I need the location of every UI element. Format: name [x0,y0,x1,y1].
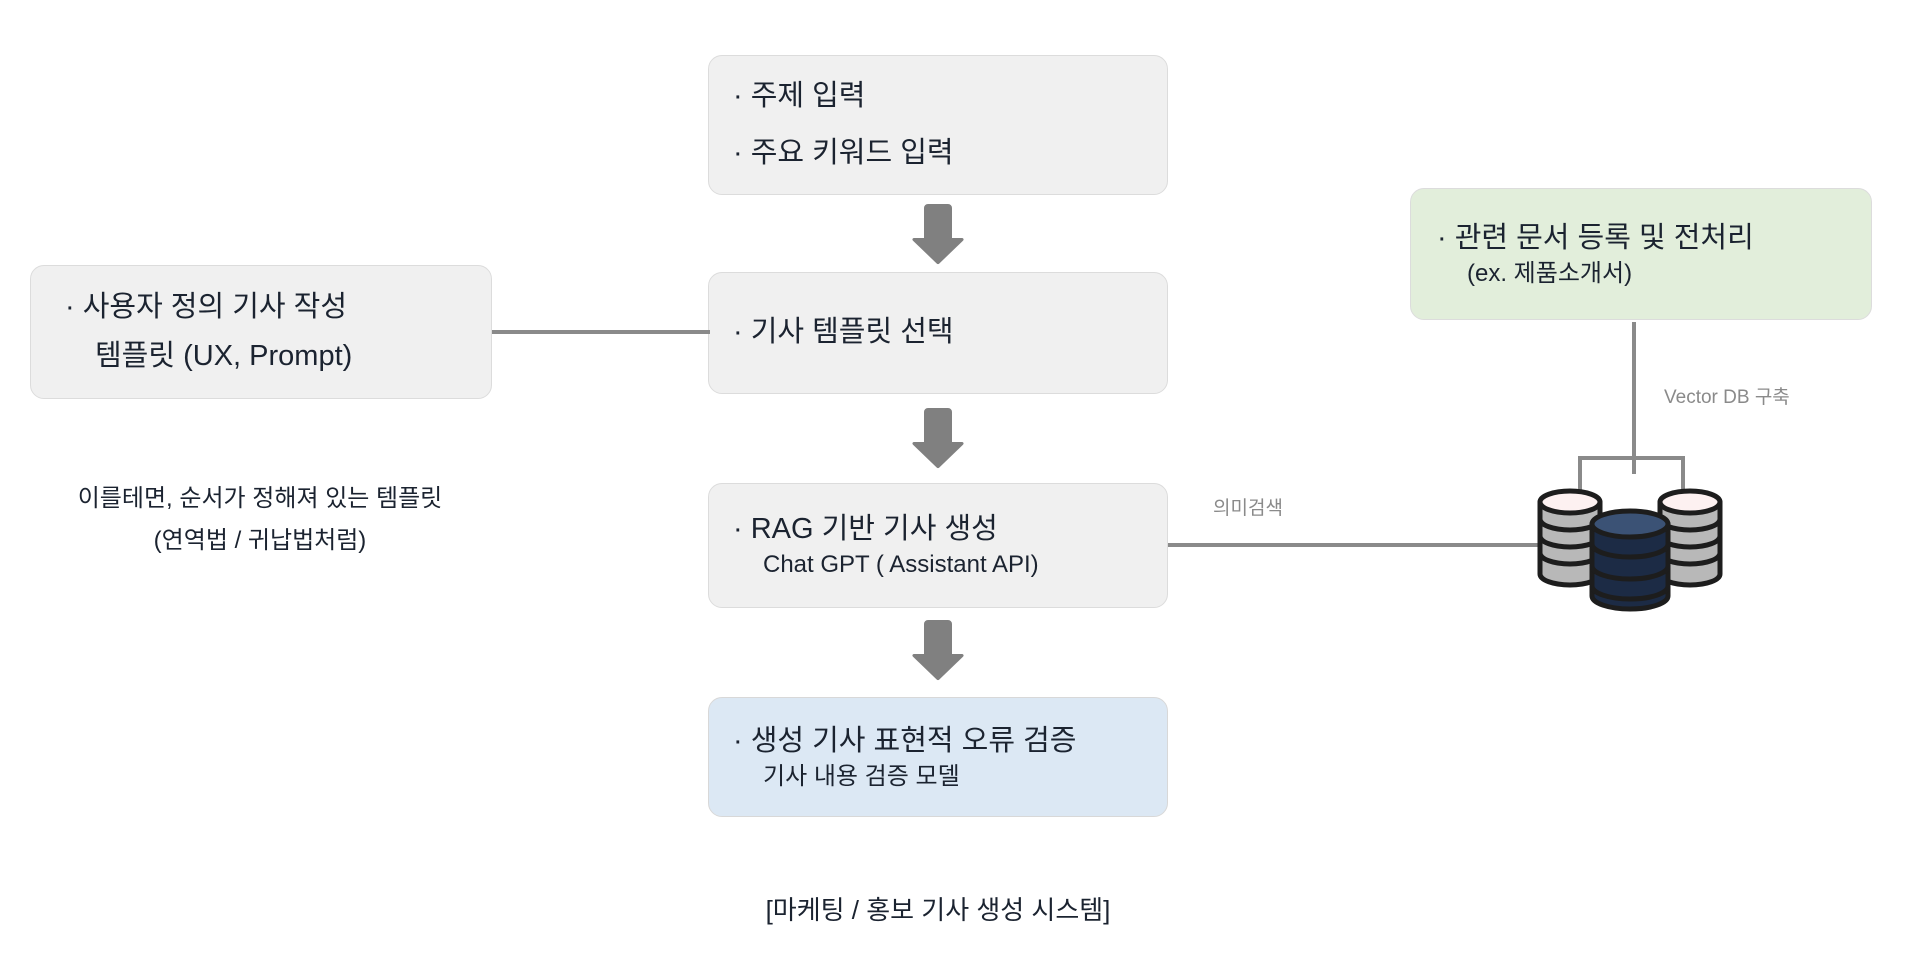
edge-label-vector-db: Vector DB 구축 [1664,387,1790,408]
arrow-down-icon [911,618,965,682]
node-article-verification[interactable]: · 생성 기사 표현적 오류 검증 기사 내용 검증 모델 [708,697,1168,817]
node-topic-input-line2: · 주요 키워드 입력 [733,137,954,169]
arrow-down-icon [911,202,965,266]
node-article-verification-line2: 기사 내용 검증 모델 [763,762,960,790]
node-template-select-line1: · 기사 템플릿 선택 [733,316,954,349]
node-template-select[interactable]: · 기사 템플릿 선택 [708,272,1168,394]
node-user-defined-template[interactable]: · 사용자 정의 기사 작성 템플릿 (UX, Prompt) [30,265,492,399]
arrow-down-icon [911,406,965,470]
connector-rag-to-database [1168,543,1572,547]
node-rag-generation-line1: · RAG 기반 기사 생성 [733,513,998,546]
connector-database-bracket-top [1578,456,1685,460]
node-rag-generation[interactable]: · RAG 기반 기사 생성 Chat GPT ( Assistant API) [708,483,1168,608]
connector-user-template-to-template [492,330,710,334]
connector-documents-to-database [1632,322,1636,474]
connector-database-bracket-left [1578,456,1582,504]
node-article-verification-line1: · 생성 기사 표현적 오류 검증 [733,724,1077,757]
node-document-registration-line1: · 관련 문서 등록 및 전처리 [1437,221,1754,254]
node-topic-input-line1: · 주제 입력 [733,79,866,112]
node-rag-generation-line2: Chat GPT ( Assistant API) [763,551,1039,579]
node-document-registration-line2: (ex. 제품소개서) [1467,259,1633,287]
caption-user-defined-note: 이를테면, 순서가 정해져 있는 템플릿 (연역법 / 귀납법처럼) [77,485,443,554]
node-topic-input[interactable]: · 주제 입력 · 주요 키워드 입력 [708,55,1168,195]
node-document-registration[interactable]: · 관련 문서 등록 및 전처리 (ex. 제품소개서) [1410,188,1872,320]
edge-label-semantic-search: 의미검색 [1213,498,1283,519]
connector-database-bracket-right [1681,456,1685,504]
database-stack-icon [1530,478,1730,618]
node-user-defined-template-line2: 템플릿 (UX, Prompt) [95,340,353,372]
node-user-defined-template-line1: · 사용자 정의 기사 작성 [65,290,348,323]
page-title: [마케팅 / 홍보 기사 생성 시스템] [765,895,1111,925]
